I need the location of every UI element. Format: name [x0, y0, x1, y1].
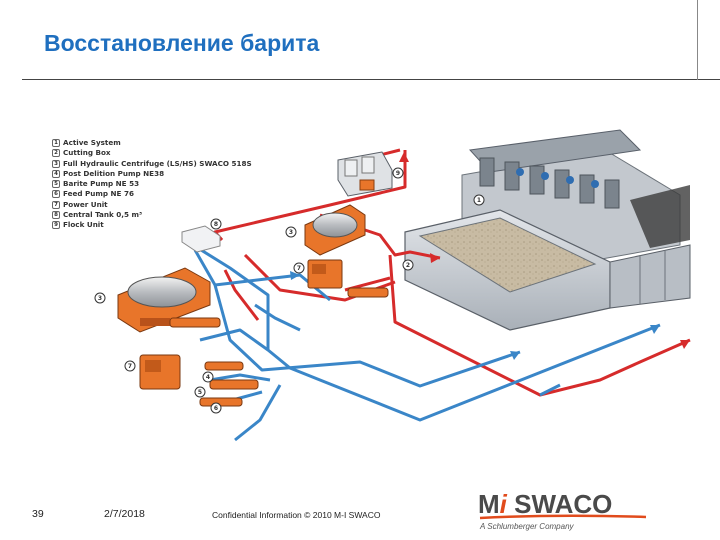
callout-1: 1: [473, 194, 485, 206]
legend-number: 5: [52, 180, 60, 189]
callout-2-label: 2: [406, 262, 410, 269]
callout-8: 8: [210, 218, 222, 230]
pumps-lower: [169, 317, 259, 407]
footer-date: 2/7/2018: [104, 508, 145, 520]
pump-upper: [347, 287, 389, 298]
callout-3b-label: 3: [98, 295, 102, 302]
logo-suffix: SWACO: [506, 489, 613, 519]
logo-swoosh: [479, 514, 647, 520]
legend-text: Post Delition Pump NE38: [63, 168, 165, 178]
callout-2: 2: [402, 259, 414, 271]
callout-5: 5: [194, 386, 206, 398]
legend-number: 7: [52, 200, 60, 209]
flock-unit: [337, 151, 393, 197]
legend-number: 8: [52, 211, 60, 220]
slide-title: Восстановление барита: [44, 30, 320, 56]
callout-9: 9: [392, 167, 404, 179]
callout-7a-label: 7: [297, 265, 301, 272]
power-unit-lower: [139, 354, 181, 390]
callout-4: 4: [202, 371, 214, 383]
logo-prefix: M: [478, 489, 500, 519]
logo-mark: i: [499, 489, 507, 519]
flow-arrows: [290, 152, 690, 360]
legend-text: Cutting Box: [63, 148, 111, 158]
legend-text: Central Tank 0,5 m³: [63, 210, 143, 220]
legend-number: 1: [52, 139, 60, 147]
callout-7a: 7: [293, 262, 305, 274]
callout-9-label: 9: [396, 170, 400, 177]
legend-text: Barite Pump NE 53: [63, 179, 140, 189]
callout-5-label: 5: [198, 389, 202, 396]
legend-text: Active System: [63, 138, 121, 147]
callout-8-label: 8: [214, 221, 218, 228]
legend-number: 2: [52, 149, 60, 158]
legend-text: Power Unit: [63, 199, 108, 209]
callouts: 1 2 3 3 4 5 6 7 7 8 9: [94, 167, 485, 414]
title-divider: [22, 79, 720, 80]
callout-3b: 3: [94, 292, 106, 304]
callout-3a-label: 3: [289, 229, 293, 236]
legend-number: 6: [52, 190, 60, 199]
centrifuge-upper: [304, 204, 366, 256]
power-unit-upper: [307, 259, 343, 289]
callout-1-label: 1: [477, 197, 481, 204]
callout-7b-label: 7: [128, 363, 132, 370]
callout-7b: 7: [124, 360, 136, 372]
callout-3a: 3: [285, 226, 297, 238]
page-number: 39: [32, 508, 44, 520]
header-edge-divider: [697, 0, 698, 80]
active-system-tank: [404, 129, 691, 331]
legend-number: 9: [52, 221, 60, 230]
legend-number: 4: [52, 169, 60, 178]
callout-6: 6: [210, 402, 222, 414]
callout-6-label: 6: [214, 405, 218, 412]
callout-4-label: 4: [206, 374, 210, 381]
central-tank: [181, 225, 221, 253]
confidential-notice: Confidential Information © 2010 M-I SWAC…: [212, 510, 381, 520]
logo-wordmark: Mi SWACO: [478, 489, 647, 520]
legend-text: Flock Unit: [63, 220, 104, 230]
legend-number: 3: [52, 159, 60, 168]
legend-text: Feed Pump NE 76: [63, 189, 134, 199]
mi-swaco-logo: Mi SWACO A Schlumberger Company: [478, 489, 647, 531]
logo-tagline: A Schlumberger Company: [480, 522, 574, 531]
legend-text: Full Hydraulic Centrifuge (LS/HS) SWACO …: [63, 158, 252, 168]
centrifuge-lower: [117, 267, 211, 333]
